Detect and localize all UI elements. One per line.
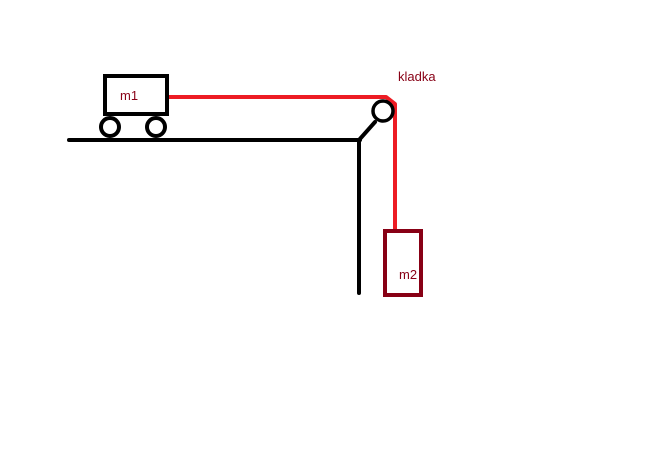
cart-label: m1 xyxy=(120,88,138,103)
mass-m2-label: m2 xyxy=(399,267,417,282)
rope xyxy=(167,95,397,231)
cart-wheel-left xyxy=(99,116,121,138)
pulley-bracket xyxy=(357,120,377,142)
pulley-label: kladka xyxy=(398,69,436,84)
cart-wheel-right xyxy=(145,116,167,138)
pulley-wheel xyxy=(371,99,395,123)
cart-m1 xyxy=(99,74,169,138)
mass-m2 xyxy=(383,229,423,297)
cart-body xyxy=(103,74,169,116)
